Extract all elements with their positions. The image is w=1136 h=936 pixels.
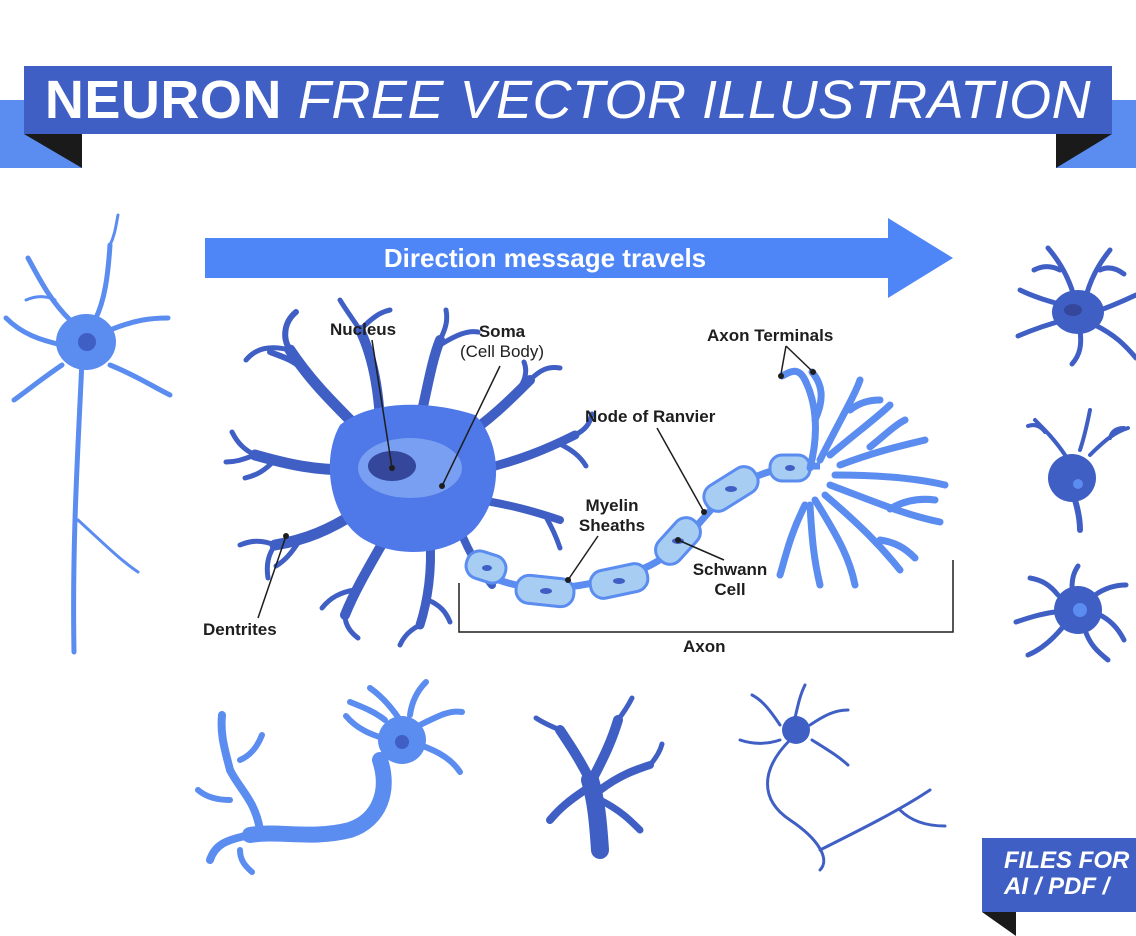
banner-fold-right [1056, 134, 1112, 168]
axon-terminal-branches [776, 367, 949, 589]
schwann-nucleus [785, 465, 795, 471]
label-myelin-line1: Myelin [585, 496, 639, 515]
terminal-point [810, 369, 816, 375]
label-myelin-sheaths: Myelin Sheaths [572, 496, 652, 536]
direction-arrow [205, 218, 953, 298]
schwann-nucleus [482, 565, 492, 571]
title-banner [0, 66, 1136, 168]
leader-dot [675, 537, 681, 543]
myelin-sheaths [464, 453, 812, 609]
files-line1: FILES FOR [1004, 847, 1130, 874]
files-badge-bg [982, 838, 1136, 912]
bottom-neuron-long [195, 711, 392, 875]
bottom-long-nucleus [395, 735, 409, 749]
label-soma: Soma (Cell Body) [452, 322, 552, 362]
schwann-nucleus [613, 578, 625, 584]
label-node-of-ranvier: Node of Ranvier [585, 407, 716, 426]
files-badge: FILES FOR AI / PDF / [1004, 848, 1129, 900]
label-dentrites: Dentrites [203, 620, 277, 639]
bottom-thin-soma [782, 716, 810, 744]
label-soma-sub: (Cell Body) [459, 342, 545, 361]
right-top-nucleus [1064, 304, 1082, 316]
title-bold: NEURON [44, 70, 282, 130]
bottom-neuron-tree [533, 695, 665, 859]
right-bottom-nucleus [1073, 603, 1087, 617]
label-myelin-line2: Sheaths [578, 516, 646, 535]
page-title: NEURON FREE VECTOR ILLUSTRATION [24, 66, 1112, 134]
leader-dot [565, 577, 571, 583]
leader-dot [701, 509, 707, 515]
leader-lines [257, 339, 954, 633]
label-axon-terminals: Axon Terminals [707, 326, 834, 345]
right-middle-soma [1048, 454, 1096, 502]
left-tall-neuron [3, 213, 173, 655]
terminal-point [778, 373, 784, 379]
dendrites [223, 297, 595, 648]
banner-fold-left [24, 134, 82, 168]
leader-dot [283, 533, 289, 539]
bottom-neuron-thin [738, 683, 947, 872]
left-tall-nucleus [78, 333, 96, 351]
leader-dot [439, 483, 445, 489]
label-schwann-line1: Schwann [692, 560, 768, 579]
schwann-nucleus [540, 588, 552, 594]
label-soma-title: Soma [478, 322, 526, 341]
right-neuron-bottom [1013, 563, 1129, 663]
label-nucleus: Nucleus [330, 320, 397, 339]
banner-front [24, 66, 1112, 134]
schwann-nuclei [482, 465, 795, 594]
schwann-nucleus [725, 486, 737, 492]
files-line2: AI / PDF / [1004, 873, 1110, 900]
leader-dot [389, 465, 395, 471]
files-badge-fold [982, 912, 1016, 936]
label-schwann-cell: Schwann Cell [688, 560, 772, 600]
right-neuron-middle [1026, 408, 1130, 533]
direction-arrow-label: Direction message travels [383, 242, 707, 273]
label-schwann-line2: Cell [714, 580, 746, 599]
label-axon: Axon [683, 637, 726, 656]
right-middle-nucleus [1073, 479, 1083, 489]
main-neuron [223, 297, 949, 648]
title-light: FREE VECTOR ILLUSTRATION [297, 70, 1092, 130]
